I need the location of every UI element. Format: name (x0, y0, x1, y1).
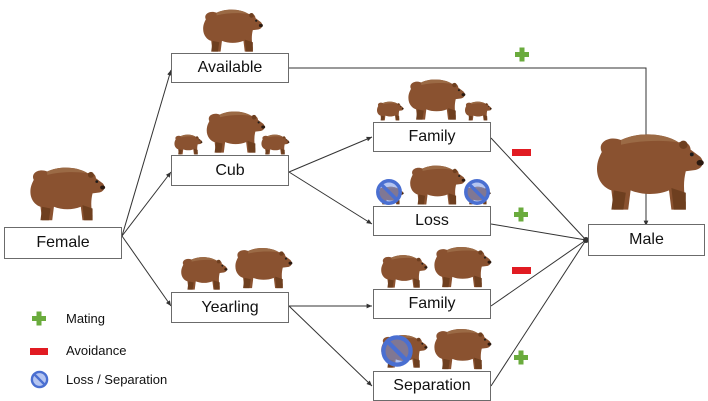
edge-female-available (121, 69, 172, 237)
edge-loss-male (490, 223, 587, 241)
bear-icon (434, 247, 492, 288)
bear-icon (408, 79, 466, 120)
bear-icon (206, 111, 266, 153)
minus-icon (512, 149, 531, 156)
plus-icon (32, 311, 46, 326)
no-sign-icon (464, 179, 490, 205)
node-loss: Loss (373, 206, 491, 236)
node-separation: Separation (373, 371, 491, 401)
bear-icon (434, 329, 492, 370)
plus-icon (515, 47, 529, 62)
edge-separation-male (490, 239, 587, 387)
node-female: Female (4, 227, 122, 259)
node-family-yearling: Family (373, 289, 491, 319)
node-cub: Cub (171, 155, 289, 186)
edge-family-yearling-male (490, 239, 587, 307)
minus-icon (30, 348, 48, 355)
edge-female-yearling (121, 235, 172, 307)
bear-icon (465, 101, 492, 121)
legend-label-mating: Mating (66, 311, 106, 326)
edge-cub-loss (288, 171, 373, 225)
bear-icon (203, 9, 263, 52)
minus-icon (512, 267, 531, 274)
bear-icon (381, 255, 428, 288)
no-sign-icon (30, 370, 49, 389)
legend-label-avoidance: Avoidance (66, 343, 127, 358)
edge-yearling-separation (288, 305, 373, 387)
plus-icon (514, 207, 528, 222)
bear-icon (410, 165, 466, 205)
node-male: Male (588, 224, 705, 256)
bear-icon (174, 134, 203, 155)
male-junction-dot (583, 237, 589, 243)
node-yearling: Yearling (171, 292, 289, 323)
legend-label-loss-separation: Loss / Separation (66, 372, 168, 387)
node-family-cub: Family (373, 122, 491, 152)
bear-icon (261, 134, 290, 155)
bear-icon (597, 134, 704, 210)
bear-icon (377, 101, 404, 121)
no-sign-icon (376, 179, 402, 205)
edge-cub-family (288, 136, 373, 173)
bear-icon (181, 257, 228, 290)
edge-female-cub (121, 171, 172, 237)
node-available: Available (171, 53, 289, 83)
no-sign-icon (383, 337, 410, 364)
bear-icon (235, 248, 293, 289)
edge-family-cub-male (490, 137, 587, 241)
plus-icon (514, 350, 528, 365)
bear-icon (30, 167, 106, 221)
